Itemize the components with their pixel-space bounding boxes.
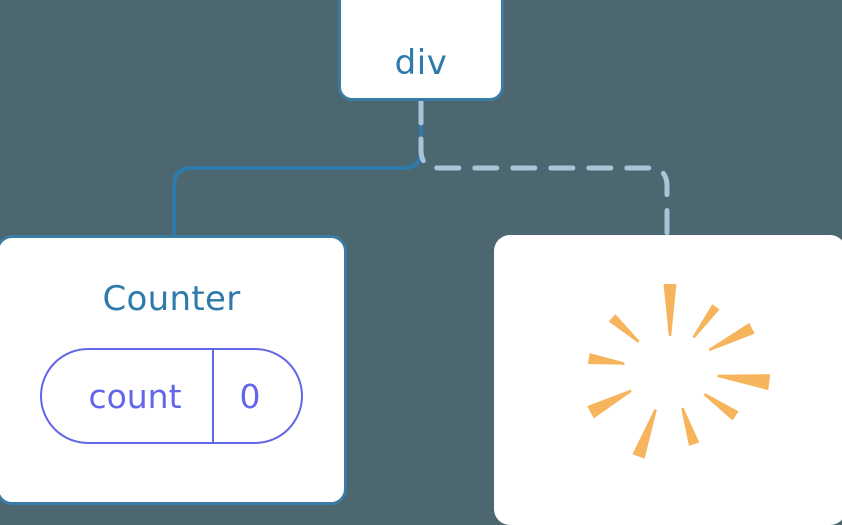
sparkle-burst-icon: [587, 284, 771, 459]
burst-ray: [663, 284, 677, 336]
burst-ray: [587, 389, 632, 419]
burst-ray: [681, 407, 700, 446]
burst-ray: [588, 353, 625, 365]
burst-ray: [608, 314, 640, 343]
burst-ray: [632, 409, 657, 459]
burst-ray: [692, 304, 720, 339]
edge-div-to-burst: [418, 98, 670, 241]
burst-ray: [708, 322, 755, 352]
state-pill[interactable]: count 0: [40, 348, 303, 444]
burst-ray: [703, 393, 739, 421]
node-counter[interactable]: Counter count 0: [0, 235, 347, 505]
node-div-label: div: [394, 43, 448, 83]
burst-ray: [717, 374, 771, 391]
edge-div-to-counter: [172, 99, 423, 239]
node-counter-title: Counter: [102, 279, 241, 319]
node-burst[interactable]: [494, 235, 842, 525]
state-key-label: count: [88, 376, 182, 416]
state-value-label: 0: [211, 350, 301, 442]
node-div[interactable]: div: [338, 0, 504, 101]
